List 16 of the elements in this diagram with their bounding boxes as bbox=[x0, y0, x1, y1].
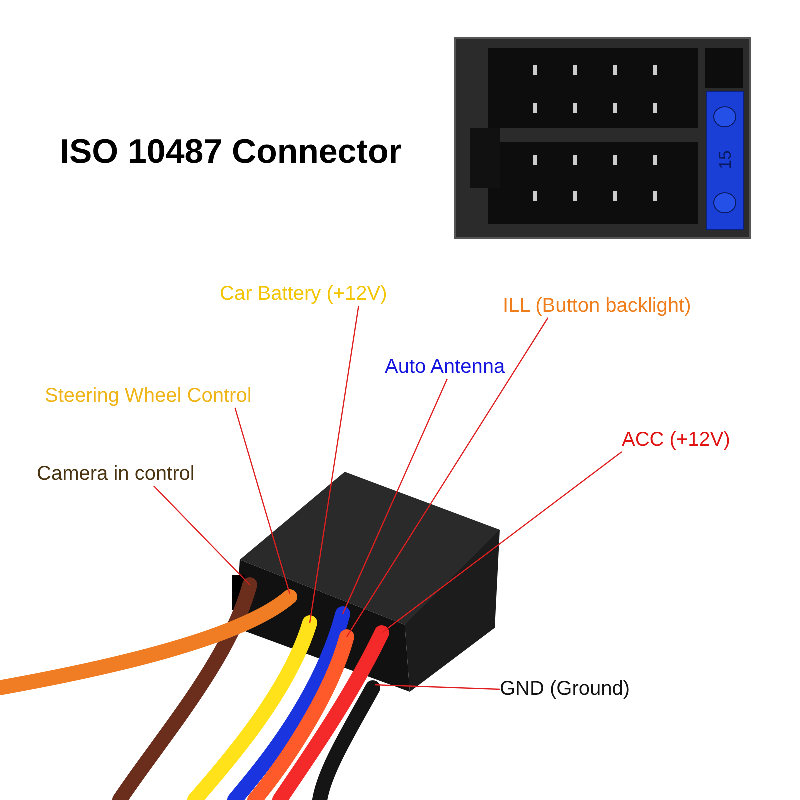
leader-line bbox=[309, 306, 360, 624]
callout-label: GND (Ground) bbox=[500, 678, 630, 701]
leader-line bbox=[342, 378, 448, 614]
callout-label: Auto Antenna bbox=[385, 356, 506, 379]
callout-label: ILL (Button backlight) bbox=[503, 295, 692, 318]
leader-line bbox=[382, 452, 622, 634]
callout-label: Car Battery (+12V) bbox=[220, 283, 388, 306]
leader-line bbox=[234, 408, 291, 594]
callout-label: Steering Wheel Control bbox=[45, 385, 252, 408]
callout-label: ACC (+12V) bbox=[622, 429, 730, 452]
callout-label: Camera in control bbox=[37, 463, 195, 486]
leader-line bbox=[346, 318, 549, 638]
heading: ISO 10487 Connector bbox=[60, 133, 402, 172]
pin-number: 15 bbox=[716, 150, 735, 170]
leader-line bbox=[153, 486, 250, 586]
leader-line bbox=[374, 684, 500, 690]
